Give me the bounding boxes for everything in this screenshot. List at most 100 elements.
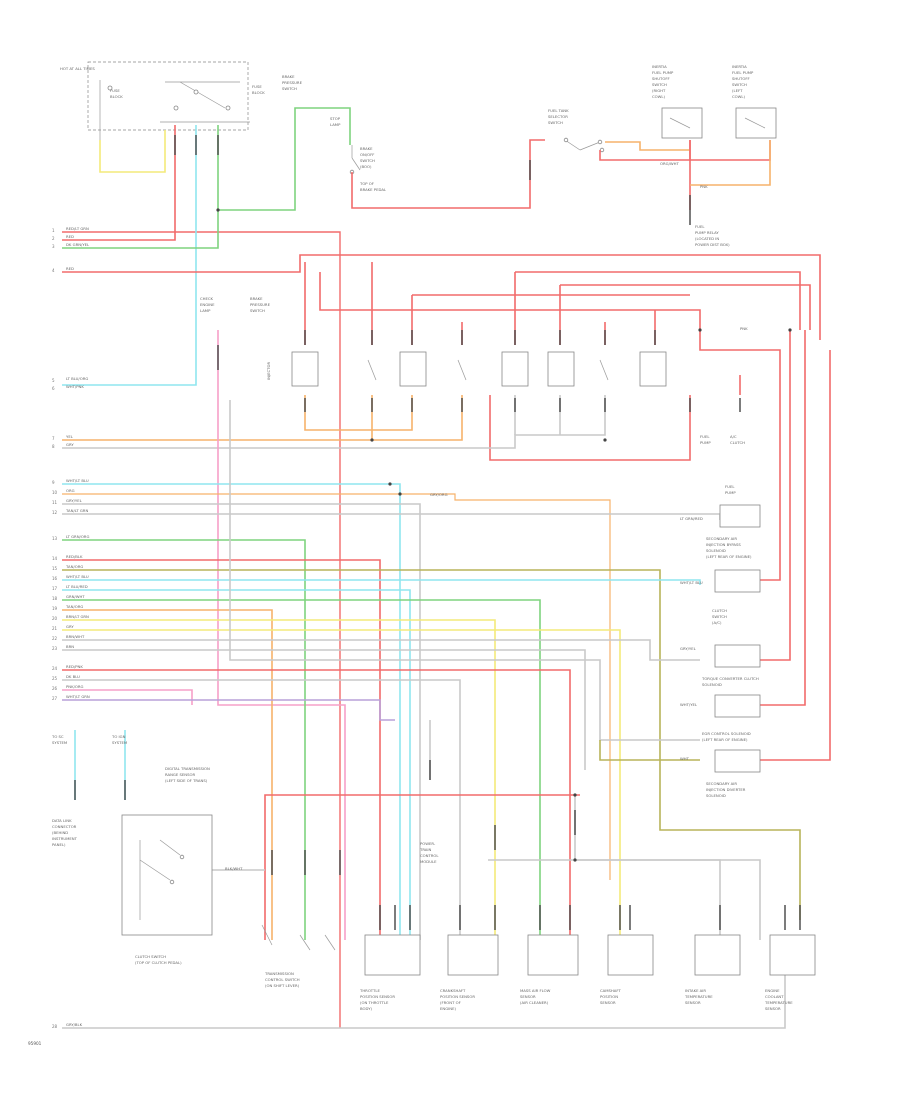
component-intake-air-temp-sensor: [694, 934, 741, 976]
svg-text:WHT/LT GRN: WHT/LT GRN: [66, 694, 90, 699]
switch-icon: [669, 117, 691, 129]
svg-text:12: 12: [52, 510, 58, 515]
ignition-switch-area: HOT AT ALL TIMES FUSE BLOCK FUSE BLOCK B…: [60, 61, 387, 192]
svg-text:BODY): BODY): [360, 1006, 373, 1011]
svg-text:BRAKE: BRAKE: [360, 146, 373, 151]
svg-text:FUEL: FUEL: [725, 484, 735, 489]
component-fuel-pump-monitor: [719, 504, 761, 528]
svg-text:16: 16: [52, 576, 58, 581]
svg-text:(A/C): (A/C): [712, 620, 722, 625]
svg-text:LT GRN/RED: LT GRN/RED: [680, 516, 703, 521]
svg-text:CLUTCH SWITCH: CLUTCH SWITCH: [135, 954, 166, 959]
svg-text:INERTIA: INERTIA: [652, 64, 667, 69]
svg-text:POSITION: POSITION: [600, 994, 618, 999]
svg-text:FUEL PUMP: FUEL PUMP: [732, 70, 754, 75]
svg-text:INTAKE AIR: INTAKE AIR: [685, 988, 706, 993]
right-components: FUEL PUMP SECONDARY AIR INJECTION BYPASS…: [701, 484, 761, 798]
svg-text:TORQUE CONVERTER CLUTCH: TORQUE CONVERTER CLUTCH: [701, 676, 759, 681]
svg-text:(FRONT OF: (FRONT OF: [440, 1000, 461, 1005]
svg-text:CONTROL: CONTROL: [420, 853, 439, 858]
svg-text:(BEHIND: (BEHIND: [52, 830, 68, 835]
svg-text:(LOCATED IN: (LOCATED IN: [695, 236, 719, 241]
svg-text:GRY/BLK: GRY/BLK: [66, 1022, 83, 1027]
svg-text:4: 4: [52, 268, 55, 273]
svg-text:EGR CONTROL SOLENOID: EGR CONTROL SOLENOID: [702, 731, 751, 736]
component-secondary-air-solenoid: [714, 569, 761, 593]
svg-text:11: 11: [52, 500, 58, 505]
svg-text:CHECK: CHECK: [200, 296, 214, 301]
relay-fuel-pump-right: [735, 107, 777, 139]
svg-text:BLOCK: BLOCK: [110, 94, 123, 99]
svg-text:1: 1: [52, 228, 55, 233]
svg-text:GRY: GRY: [66, 442, 74, 447]
svg-text:MODULE: MODULE: [420, 859, 437, 864]
svg-text:TAN/ORG: TAN/ORG: [65, 604, 83, 609]
svg-text:DATA LINK: DATA LINK: [52, 818, 72, 823]
svg-text:SOLENOID: SOLENOID: [706, 793, 726, 798]
svg-text:RED/BLK: RED/BLK: [66, 554, 83, 559]
svg-text:BRN/LT GRN: BRN/LT GRN: [66, 614, 89, 619]
svg-text:CONTROL SWITCH: CONTROL SWITCH: [265, 977, 300, 982]
svg-text:SWITCH: SWITCH: [732, 82, 747, 87]
svg-text:28: 28: [52, 1024, 58, 1029]
component-throttle-position-sensor: [364, 934, 421, 976]
svg-text:INJECTION BYPASS: INJECTION BYPASS: [706, 542, 741, 547]
svg-text:BRAKE: BRAKE: [282, 74, 295, 79]
svg-text:FUSE: FUSE: [252, 84, 262, 89]
svg-text:TO IGN: TO IGN: [111, 734, 126, 739]
component-mass-air-flow-sensor: [527, 934, 579, 976]
svg-text:SWITCH: SWITCH: [548, 120, 563, 125]
svg-text:RANGE SENSOR: RANGE SENSOR: [165, 772, 196, 777]
svg-text:LT BLU/ORG: LT BLU/ORG: [66, 376, 88, 381]
svg-text:PUMP RELAY: PUMP RELAY: [695, 230, 719, 235]
component-engine-coolant-temp-sensor: [769, 934, 816, 976]
svg-text:POSITION SENSOR: POSITION SENSOR: [360, 994, 395, 999]
svg-text:SOLENOID: SOLENOID: [702, 682, 722, 687]
svg-text:(AIR CLEANER): (AIR CLEANER): [520, 1000, 549, 1005]
svg-text:BLOCK: BLOCK: [252, 90, 265, 95]
svg-text:TEMPERATURE: TEMPERATURE: [684, 994, 713, 999]
svg-text:10: 10: [52, 490, 58, 495]
svg-text:ENGINE: ENGINE: [200, 302, 215, 307]
svg-text:COOLANT: COOLANT: [765, 994, 784, 999]
svg-text:WHT/LT BLU: WHT/LT BLU: [66, 574, 89, 579]
svg-text:SHUTOFF: SHUTOFF: [732, 76, 750, 81]
svg-text:TAN/ORG: TAN/ORG: [65, 564, 83, 569]
svg-text:GRY/ORG: GRY/ORG: [430, 492, 448, 497]
relay-row: INJECTOR CHECK ENGINE LAMP BRAKE PRESSUR…: [200, 296, 745, 445]
svg-text:YEL: YEL: [66, 434, 74, 439]
svg-text:SYSTEM: SYSTEM: [112, 740, 127, 745]
svg-text:STOP: STOP: [330, 116, 341, 121]
svg-text:DK BLU: DK BLU: [66, 674, 80, 679]
svg-text:INERTIA: INERTIA: [732, 64, 747, 69]
svg-text:WHT/PNK: WHT/PNK: [66, 384, 84, 389]
connector-markers: [74, 135, 801, 930]
svg-text:TRANSMISSION: TRANSMISSION: [264, 971, 294, 976]
svg-text:21: 21: [52, 626, 58, 631]
svg-text:(ON SHIFT LEVER): (ON SHIFT LEVER): [265, 983, 300, 988]
svg-text:CONNECTOR: CONNECTOR: [52, 824, 77, 829]
svg-text:BRN: BRN: [66, 644, 74, 649]
svg-text:27: 27: [52, 696, 58, 701]
svg-text:RED: RED: [66, 234, 74, 239]
relay-icon: [291, 351, 319, 387]
svg-text:SWITCH: SWITCH: [652, 82, 667, 87]
svg-text:9: 9: [52, 480, 55, 485]
top-right-relays: INERTIA FUEL PUMP SHUTOFF SWITCH (RIGHT …: [548, 64, 777, 247]
svg-text:RED/PNK: RED/PNK: [66, 664, 83, 669]
svg-text:SENSOR: SENSOR: [600, 1000, 616, 1005]
component-air-clutch-switch: [714, 644, 761, 668]
svg-text:FUSE: FUSE: [110, 88, 120, 93]
svg-text:26: 26: [52, 686, 58, 691]
svg-text:FUEL: FUEL: [700, 434, 710, 439]
label-hot-at-all-times: HOT AT ALL TIMES: [60, 66, 95, 71]
svg-text:BRAKE: BRAKE: [250, 296, 263, 301]
svg-text:(LEFT SIDE OF TRANS): (LEFT SIDE OF TRANS): [165, 778, 208, 783]
svg-text:COWL): COWL): [652, 94, 666, 99]
svg-text:5: 5: [52, 378, 55, 383]
svg-text:TO SC: TO SC: [51, 734, 64, 739]
svg-text:GRY/YEL: GRY/YEL: [66, 498, 83, 503]
svg-text:PNK/ORG: PNK/ORG: [66, 684, 84, 689]
